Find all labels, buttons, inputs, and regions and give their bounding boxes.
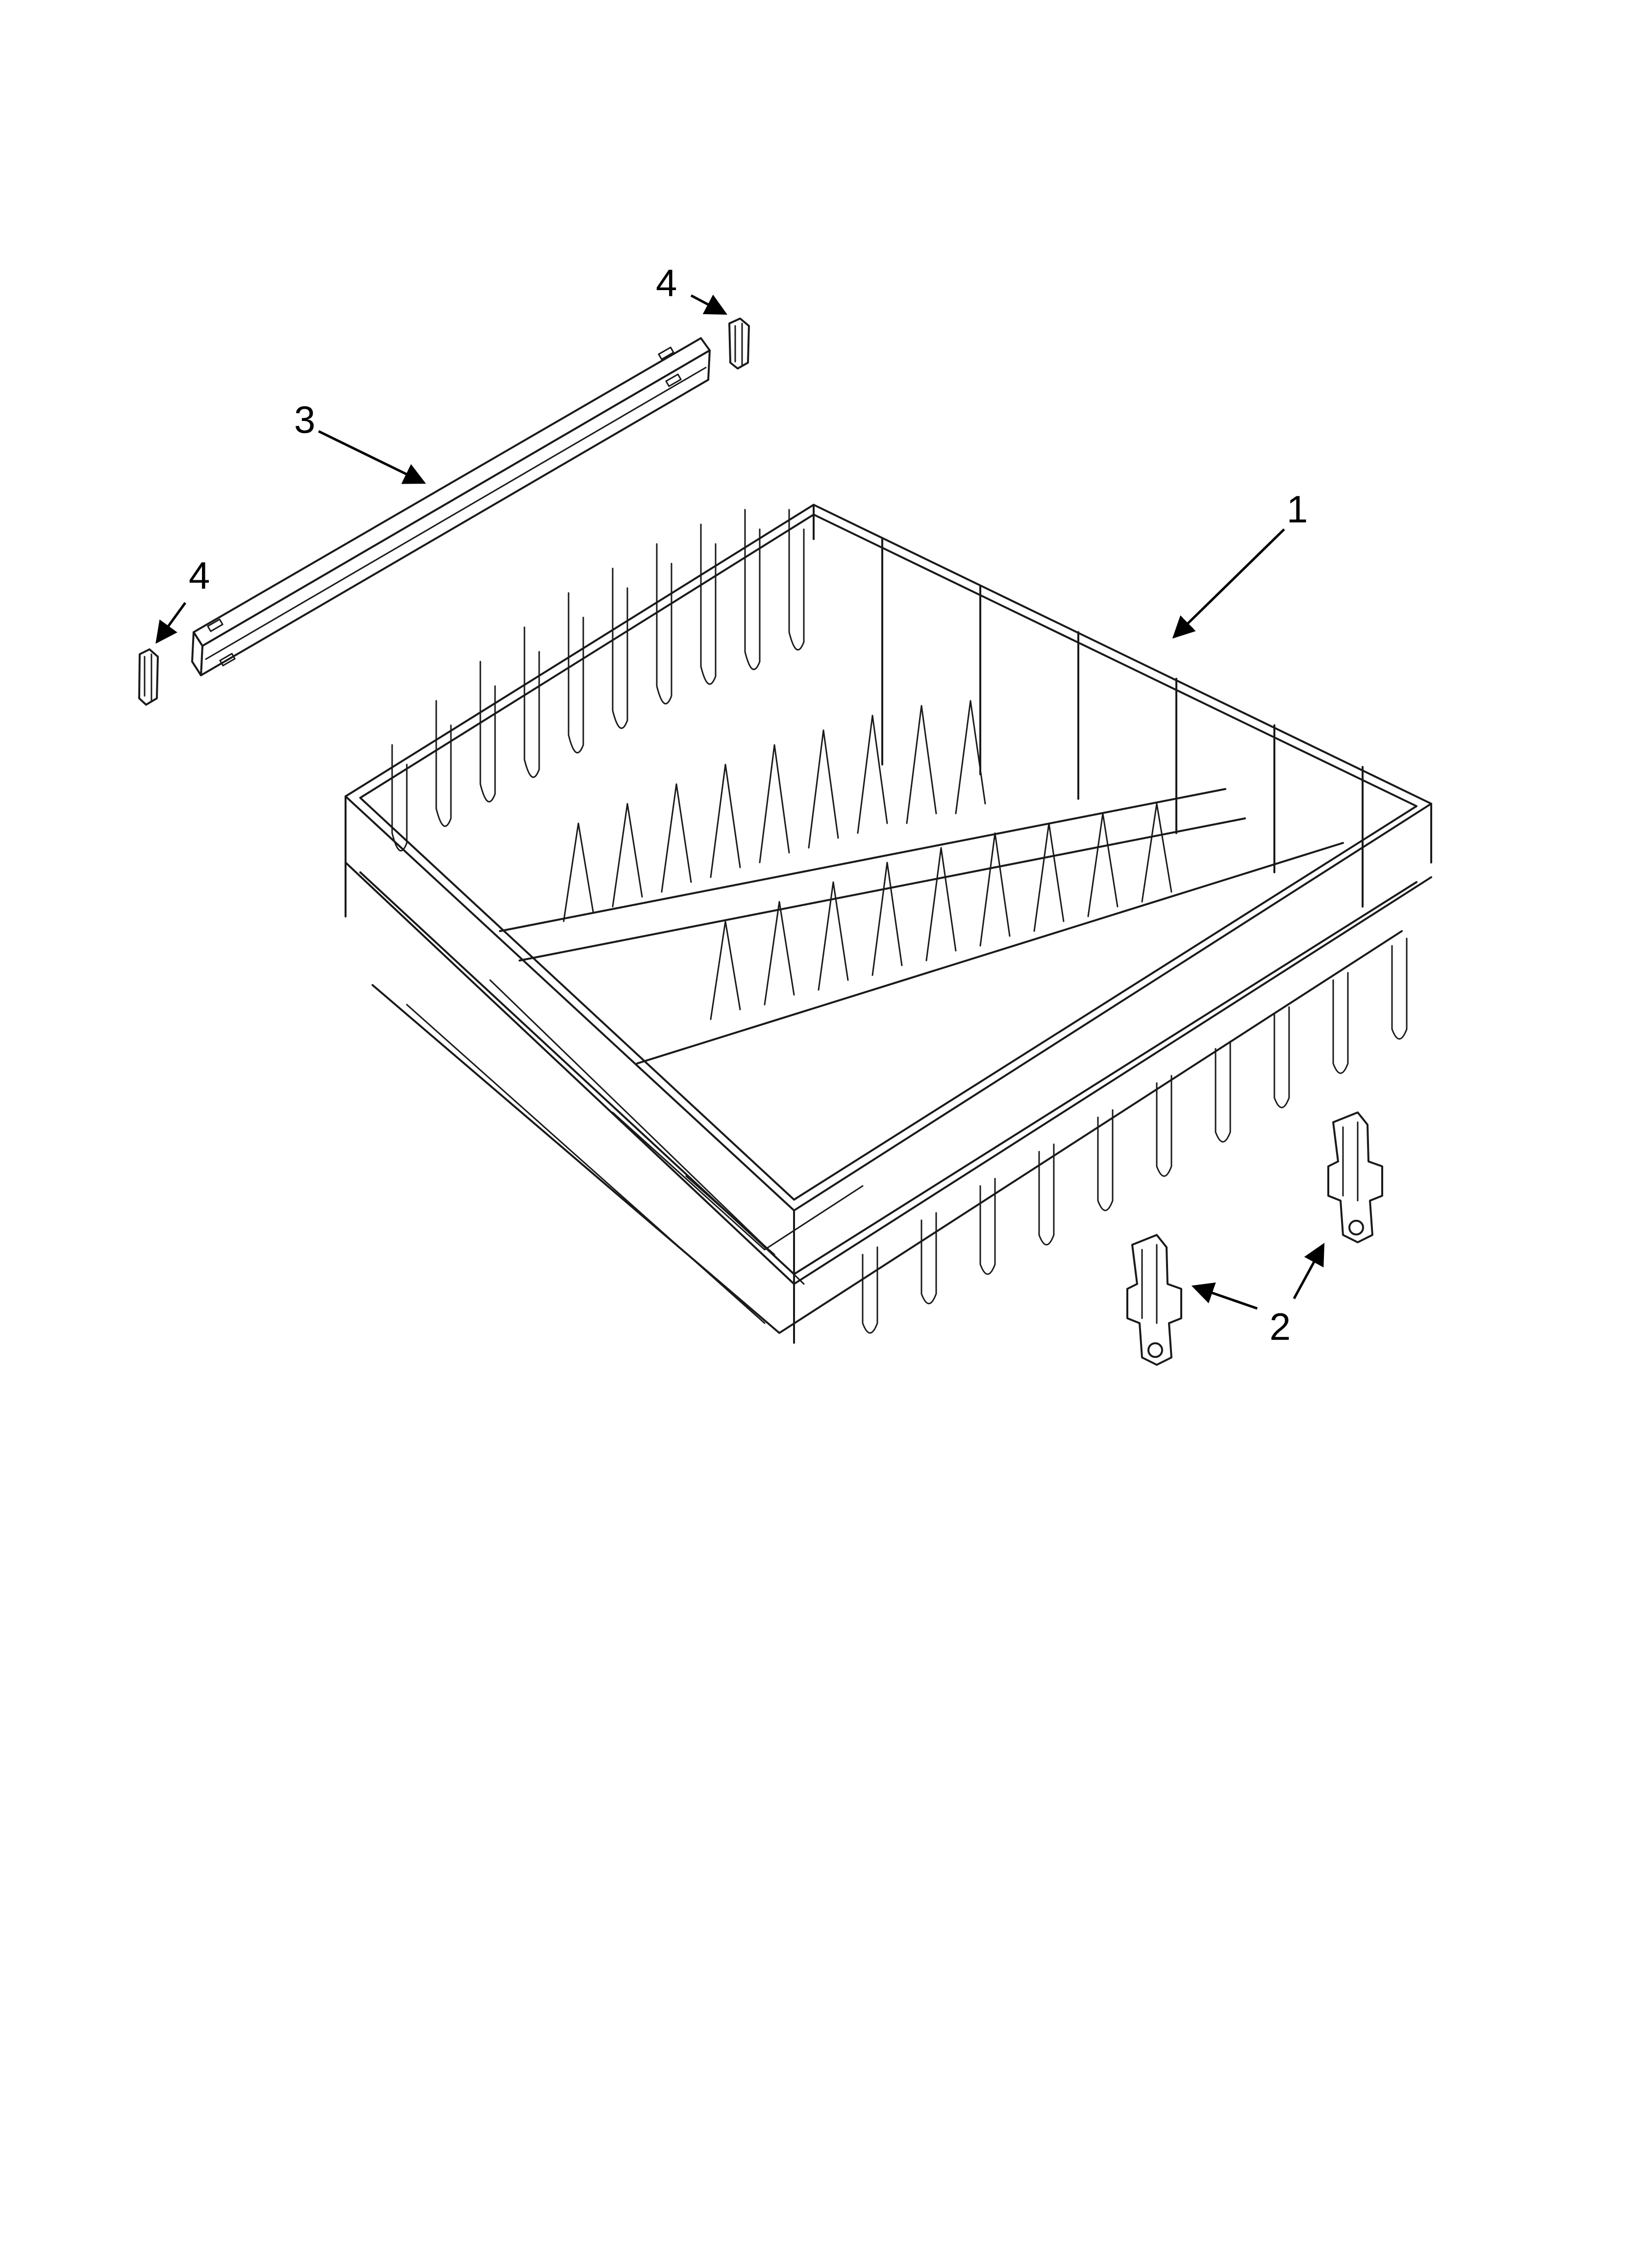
leader-line-4-top xyxy=(690,294,727,315)
leader-line-4-left xyxy=(155,602,187,644)
front-slats xyxy=(862,937,1408,1334)
callout-4-top: 4 xyxy=(656,261,677,304)
leader-line-3 xyxy=(318,430,426,484)
left-tines xyxy=(391,509,805,852)
dishrack xyxy=(345,504,1432,1344)
callout-3: 3 xyxy=(294,398,316,441)
rack-adjuster-left xyxy=(1126,1234,1182,1366)
track-stop-top xyxy=(728,318,750,370)
callout-2: 2 xyxy=(1269,1305,1291,1348)
track-stop-left xyxy=(138,648,159,706)
rack-track xyxy=(191,337,711,676)
callout-1: 1 xyxy=(1287,488,1308,531)
back-rack-posts xyxy=(345,504,1432,1344)
leader-line-1 xyxy=(1172,528,1285,639)
callout-4-left: 4 xyxy=(189,554,210,597)
leader-line-2-right xyxy=(1293,1243,1325,1300)
leader-line-2-left xyxy=(1191,1282,1258,1310)
rack-adjuster-right xyxy=(1327,1111,1383,1243)
center-tines xyxy=(563,700,1172,1020)
